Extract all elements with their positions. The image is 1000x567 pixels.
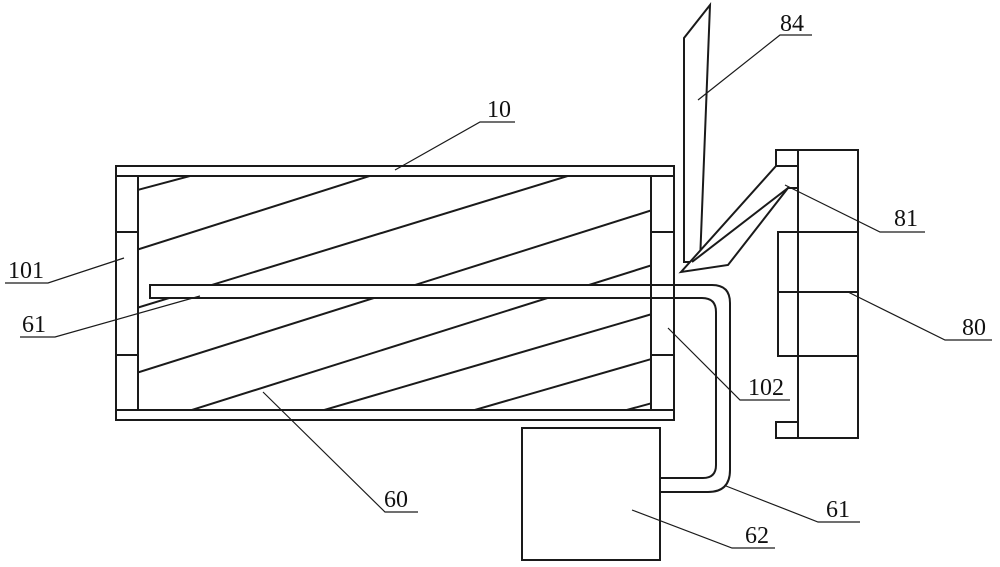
label-61-left: 61 — [22, 312, 46, 338]
label-61-right: 61 — [826, 497, 850, 523]
leader-101 — [5, 257, 125, 284]
label-60: 60 — [384, 487, 408, 513]
block-80 — [775, 149, 859, 439]
label-10: 10 — [487, 97, 511, 123]
label-84: 84 — [780, 11, 804, 37]
tube-outer-wall — [651, 284, 731, 493]
leader-61a — [20, 295, 201, 338]
leader-60 — [262, 391, 418, 513]
label-81: 81 — [894, 206, 918, 232]
leader-81 — [784, 184, 925, 233]
block-80-mid-insert — [777, 231, 799, 357]
blade-84 — [683, 1, 712, 263]
tube-61 — [149, 284, 731, 493]
block-80-body — [797, 149, 859, 439]
box-62 — [521, 427, 661, 561]
tube-inner-section — [149, 284, 652, 299]
leader-80 — [847, 291, 992, 341]
leader-61b — [725, 485, 860, 523]
end-cap-102 — [650, 176, 674, 410]
leader-lines — [5, 34, 992, 549]
leader-102 — [667, 327, 790, 401]
housing-outline — [115, 165, 675, 421]
housing-10 — [115, 165, 675, 421]
leader-84 — [697, 34, 812, 101]
label-80: 80 — [962, 315, 986, 341]
label-62: 62 — [745, 523, 769, 549]
tube-inner-wall — [651, 297, 717, 479]
reference-numerals: 84 10 81 101 61 80 102 60 61 62 — [8, 11, 986, 549]
end-cap-101 — [116, 176, 139, 410]
block-80-bottom-tab — [775, 421, 799, 439]
leader-10 — [394, 121, 515, 171]
label-102: 102 — [748, 375, 784, 401]
label-101: 101 — [8, 258, 44, 284]
leader-62 — [631, 509, 775, 549]
block-80-top-tab — [775, 149, 799, 167]
